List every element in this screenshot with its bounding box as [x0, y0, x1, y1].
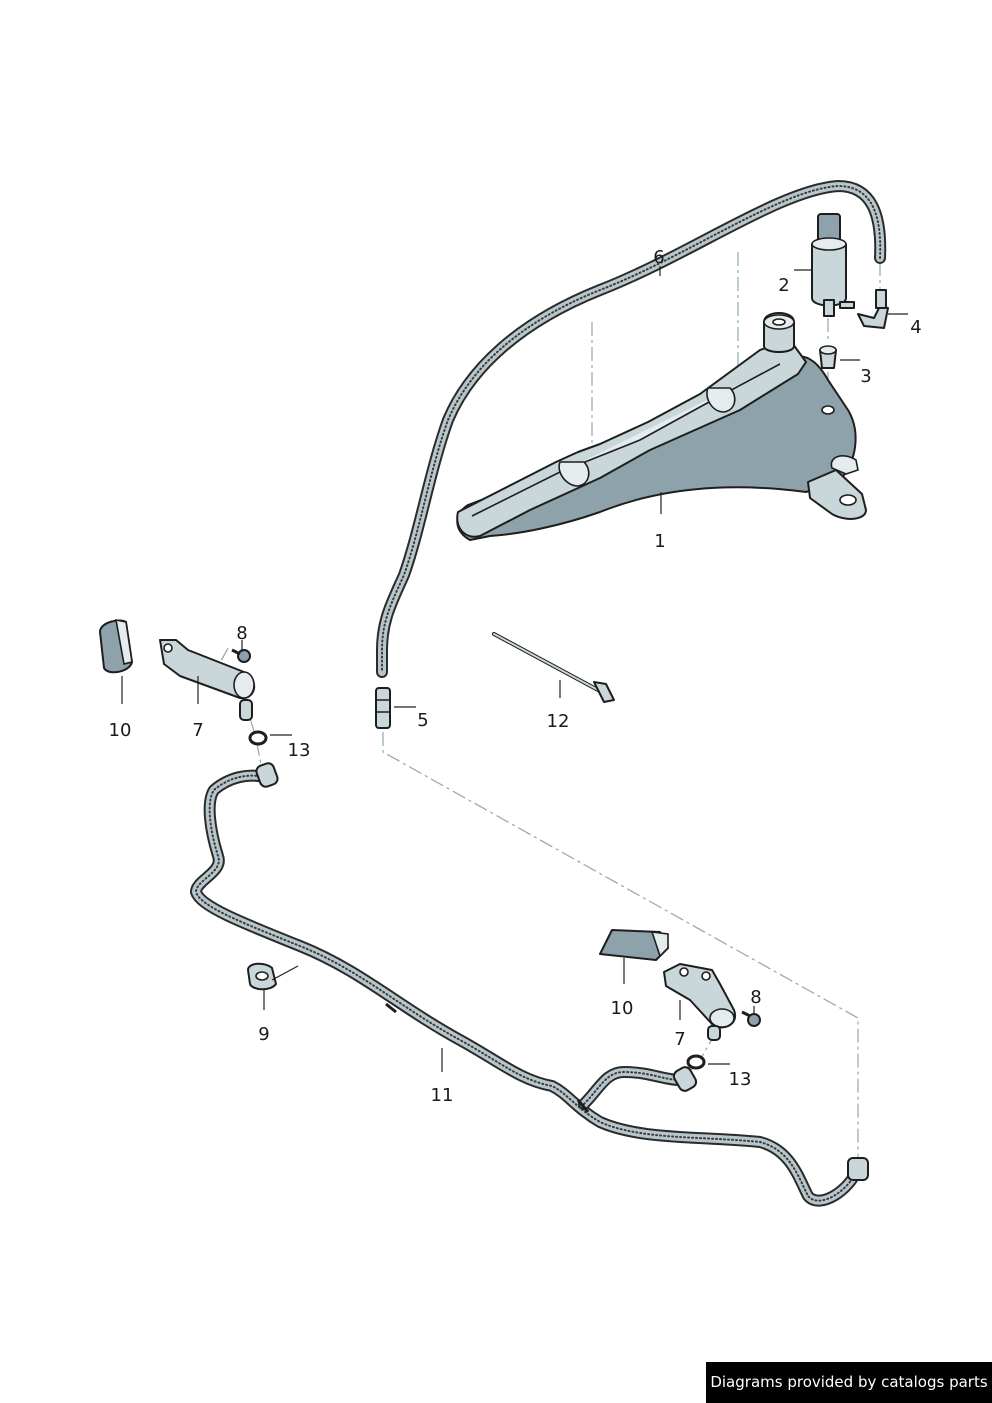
centerline-screw-left — [213, 647, 229, 675]
inline-connector — [375, 687, 391, 729]
callout-5: 5 — [417, 710, 428, 731]
callout-6: 6 — [653, 247, 664, 268]
callout-13-right: 13 — [729, 1069, 752, 1090]
callout-labels: 1 2 3 4 5 6 7 7 8 8 9 10 10 11 12 13 13 — [109, 247, 922, 1106]
callout-13-left: 13 — [288, 740, 311, 761]
callout-7-left: 7 — [192, 720, 203, 741]
callout-9: 9 — [258, 1024, 269, 1045]
callout-11: 11 — [431, 1085, 454, 1106]
callout-3: 3 — [860, 366, 871, 387]
o-ring-right — [686, 1054, 706, 1070]
screw-right — [741, 1010, 761, 1027]
washer-pump — [811, 213, 855, 317]
callout-8-right: 8 — [750, 987, 761, 1008]
callout-10-right: 10 — [611, 998, 634, 1019]
hose-6 — [376, 180, 887, 678]
credit-banner: Diagrams provided by catalogs parts — [706, 1362, 992, 1403]
o-ring-left — [248, 730, 268, 746]
nozzle-cap-left — [99, 618, 133, 674]
callout-7-right: 7 — [674, 1029, 685, 1050]
leader-lines — [121, 266, 908, 1072]
elbow-connector — [857, 289, 889, 329]
callout-12: 12 — [547, 711, 570, 732]
callout-1: 1 — [654, 531, 665, 552]
callout-8-left: 8 — [236, 623, 247, 644]
washer-fluid-reservoir — [456, 312, 867, 541]
nozzle-cap-right — [599, 929, 669, 961]
screw-left — [231, 648, 251, 663]
callout-4: 4 — [910, 317, 921, 338]
centerline-5-to-11 — [382, 732, 859, 1158]
nozzle-right — [663, 963, 737, 1041]
hose-11 — [190, 762, 869, 1207]
nozzle-left — [159, 639, 255, 721]
hose-clip — [247, 962, 277, 991]
grommet — [819, 345, 837, 369]
cable-tie — [492, 632, 615, 703]
callout-2: 2 — [778, 275, 789, 296]
callout-10-left: 10 — [109, 720, 132, 741]
